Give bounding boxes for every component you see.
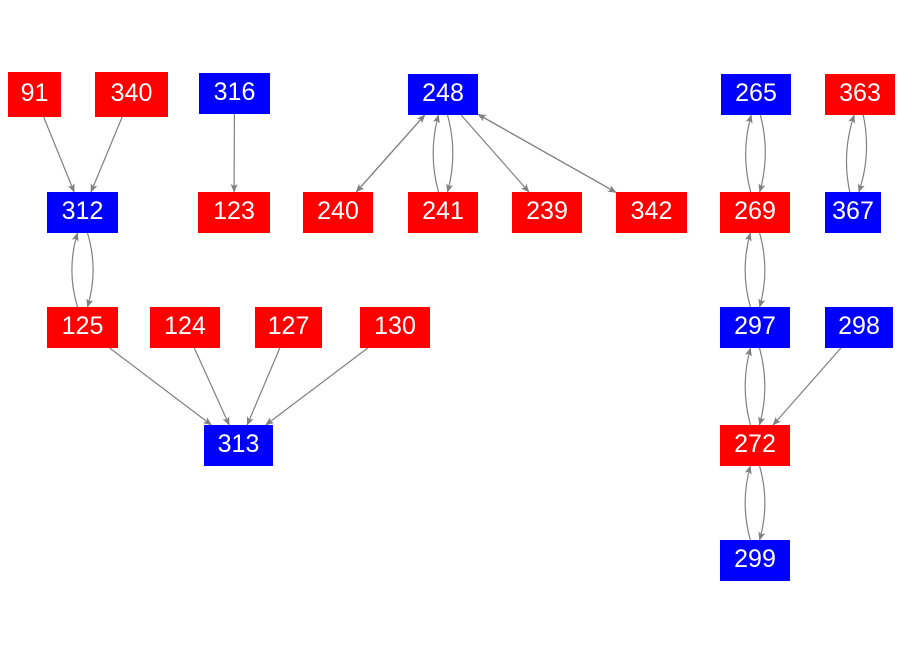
graph-node-label: 342 [630, 197, 673, 225]
graph-node-265[interactable]: 265 [721, 74, 791, 115]
graph-edge [43, 116, 75, 193]
graph-node-label: 297 [734, 312, 776, 340]
graph-node-240[interactable]: 240 [303, 192, 373, 233]
graph-edge [90, 116, 123, 193]
graph-node-312[interactable]: 312 [47, 192, 118, 233]
graph-node-label: 91 [20, 79, 49, 107]
graph-node-label: 130 [374, 312, 416, 340]
graph-node-127[interactable]: 127 [255, 307, 322, 348]
graph-edge [446, 114, 454, 193]
graph-node-label: 312 [61, 197, 104, 225]
graph-edge [460, 114, 530, 193]
graph-node-316[interactable]: 316 [199, 73, 270, 114]
graph-edge [477, 113, 617, 193]
graph-node-363[interactable]: 363 [825, 74, 895, 115]
graph-edge [744, 232, 752, 308]
graph-node-342[interactable]: 342 [616, 192, 687, 233]
graph-node-label: 125 [61, 312, 104, 340]
graph-edge [744, 347, 752, 426]
graph-edge [71, 232, 79, 308]
graph-edge [758, 232, 766, 308]
graph-node-299[interactable]: 299 [720, 540, 790, 581]
graph-edge [745, 114, 753, 193]
graph-edge [477, 113, 617, 193]
graph-edge [109, 347, 212, 426]
graph-node-340[interactable]: 340 [95, 72, 168, 117]
graph-node-label: 239 [526, 197, 568, 225]
graph-node-label: 127 [267, 312, 310, 340]
graph-node-91[interactable]: 91 [8, 72, 61, 117]
graph-node-label: 316 [213, 78, 256, 106]
graph-node-130[interactable]: 130 [360, 307, 430, 348]
graph-node-label: 340 [110, 79, 153, 107]
graph-edge [246, 347, 281, 426]
graph-edge [355, 114, 426, 193]
graph-edge [744, 465, 752, 541]
graph-node-label: 248 [422, 79, 464, 107]
graph-edge [758, 114, 766, 193]
graph-edge [858, 114, 868, 193]
graph-node-269[interactable]: 269 [720, 192, 790, 233]
graph-node-label: 272 [734, 430, 776, 458]
graph-node-label: 269 [734, 197, 776, 225]
graph-node-label: 241 [422, 197, 464, 225]
graph-node-label: 123 [213, 197, 255, 225]
graph-edge [772, 347, 842, 426]
graph-edge [758, 465, 766, 541]
graph-edge [355, 114, 426, 193]
graph-node-123[interactable]: 123 [198, 192, 270, 233]
graph-node-241[interactable]: 241 [408, 192, 478, 233]
graph-node-label: 124 [164, 312, 206, 340]
graph-node-298[interactable]: 298 [825, 307, 893, 348]
graph-node-label: 298 [838, 312, 880, 340]
graph-edge [265, 347, 369, 426]
graph-node-297[interactable]: 297 [720, 307, 790, 348]
graph-node-124[interactable]: 124 [150, 307, 220, 348]
graph-node-125[interactable]: 125 [47, 307, 118, 348]
graph-edge [845, 114, 855, 193]
graph-node-label: 299 [734, 545, 776, 573]
graph-node-label: 240 [317, 197, 359, 225]
graph-edge [432, 114, 440, 193]
graph-node-label: 367 [832, 197, 874, 225]
graph-edge [86, 232, 94, 308]
graph-node-367[interactable]: 367 [825, 192, 881, 233]
graph-node-239[interactable]: 239 [512, 192, 582, 233]
graph-node-313[interactable]: 313 [204, 425, 273, 466]
graph-node-label: 363 [839, 79, 881, 107]
graph-node-label: 313 [217, 430, 260, 458]
graph-edge [758, 347, 766, 426]
graph-edge [193, 347, 230, 426]
graph-node-248[interactable]: 248 [408, 74, 478, 115]
graph-node-label: 265 [735, 79, 777, 107]
graph-node-272[interactable]: 272 [720, 425, 790, 466]
